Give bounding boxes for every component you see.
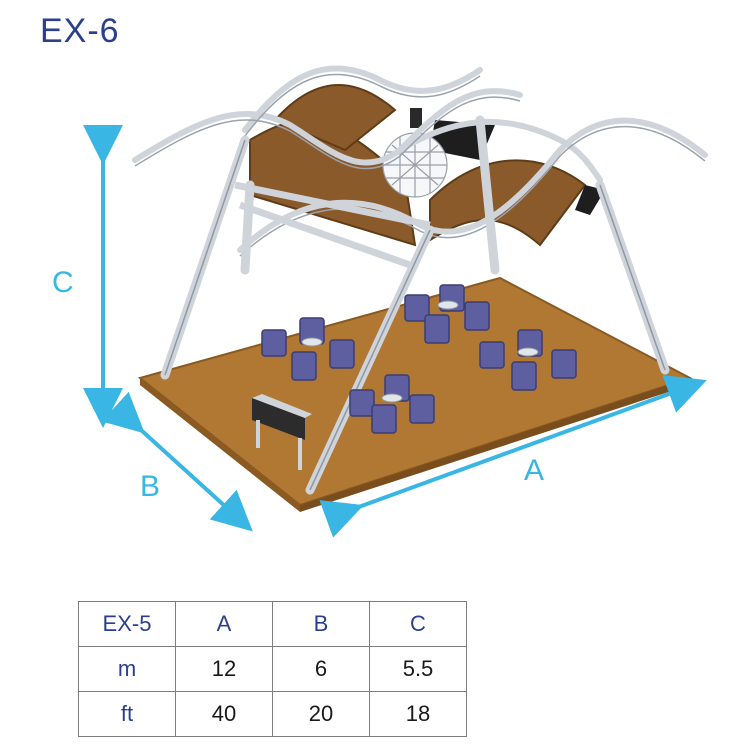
table-header-cell: EX-5: [78, 601, 176, 647]
table-cell: 20: [272, 691, 370, 737]
table-cell: 5.5: [369, 646, 467, 692]
diagram-title: EX-6: [40, 12, 120, 50]
canopy-panel-back: [273, 84, 397, 152]
dj-booth: [252, 394, 312, 470]
dimension-arrow-a: [319, 375, 707, 538]
table-row: m 12 6 5.5: [78, 646, 467, 692]
dimensions-table: EX-5 A B C m 12 6 5.5 ft 40 20 18: [78, 601, 467, 737]
dimension-label-a: A: [524, 454, 545, 487]
table-header-cell: C: [369, 601, 467, 647]
table-cell: 12: [175, 646, 273, 692]
table-header-row: EX-5 A B C: [78, 601, 467, 647]
table-row-unit: ft: [78, 691, 176, 737]
table-cell: 40: [175, 691, 273, 737]
dimension-label-b: B: [140, 470, 161, 503]
dimension-arrow-b: [101, 391, 253, 532]
table-header-cell: B: [272, 601, 370, 647]
table-cell: 6: [272, 646, 370, 692]
truss-structure-illustration: [83, 65, 708, 538]
table-cell: 18: [369, 691, 467, 737]
table-row: ft 40 20 18: [78, 691, 467, 737]
cross-beam: [234, 181, 431, 269]
dimension-label-c: C: [52, 266, 74, 299]
table-row-unit: m: [78, 646, 176, 692]
table-header-cell: A: [175, 601, 273, 647]
